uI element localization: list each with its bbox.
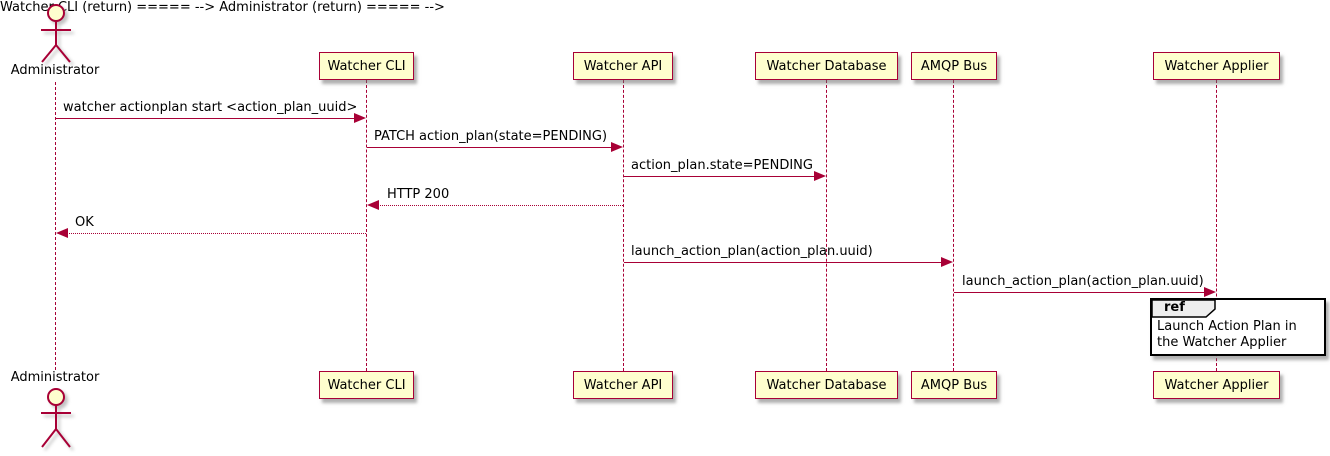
participant-watcher-applier-top: Watcher Applier bbox=[1153, 52, 1280, 80]
arrowhead-icon bbox=[611, 142, 623, 152]
actor-label-top: Administrator bbox=[10, 63, 100, 78]
message-label: watcher actionplan start <action_plan_uu… bbox=[63, 100, 358, 115]
ref-keyword: ref bbox=[1164, 300, 1185, 315]
message-label: launch_action_plan(action_plan.uuid) bbox=[962, 274, 1204, 289]
actor-label-bottom: Administrator bbox=[10, 370, 100, 385]
message-line bbox=[377, 205, 623, 206]
lifeline-watcher-api bbox=[623, 80, 624, 371]
message-line bbox=[624, 176, 816, 177]
message-label: PATCH action_plan(state=PENDING) bbox=[374, 129, 608, 144]
participant-watcher-cli-top: Watcher CLI bbox=[319, 52, 414, 80]
arrowhead-icon bbox=[1204, 287, 1216, 297]
ref-header-shape bbox=[1152, 300, 1216, 318]
lifeline-watcher-database bbox=[826, 80, 827, 371]
message-label: action_plan.state=PENDING bbox=[631, 158, 813, 173]
participant-amqp-bus-top: AMQP Bus bbox=[911, 52, 997, 80]
ref-fragment: ref Launch Action Plan in the Watcher Ap… bbox=[1150, 298, 1326, 356]
message-label: OK bbox=[75, 215, 94, 230]
participant-watcher-api-top: Watcher API bbox=[573, 52, 673, 80]
message-line bbox=[367, 147, 613, 148]
participant-watcher-database-top: Watcher Database bbox=[755, 52, 898, 80]
arrowhead-icon bbox=[941, 257, 953, 267]
message-line bbox=[954, 292, 1210, 293]
participant-watcher-api-bottom: Watcher API bbox=[573, 371, 673, 399]
arrowhead-icon bbox=[354, 113, 366, 123]
arrowhead-icon bbox=[56, 228, 68, 238]
message-line bbox=[66, 233, 366, 234]
arrowhead-icon bbox=[367, 200, 379, 210]
arrowhead-icon bbox=[814, 171, 826, 181]
participant-watcher-cli-bottom: Watcher CLI bbox=[319, 371, 414, 399]
participant-watcher-applier-bottom: Watcher Applier bbox=[1153, 371, 1280, 399]
message-line bbox=[624, 262, 947, 263]
lifeline-watcher-applier bbox=[1216, 80, 1217, 371]
ref-text: Launch Action Plan in the Watcher Applie… bbox=[1157, 319, 1297, 350]
lifeline-administrator bbox=[55, 82, 56, 370]
actor-icon bbox=[41, 4, 71, 63]
message-line bbox=[56, 118, 356, 119]
participant-watcher-database-bottom: Watcher Database bbox=[755, 371, 898, 399]
participant-amqp-bus-bottom: AMQP Bus bbox=[911, 371, 997, 399]
lifeline-amqp-bus bbox=[953, 80, 954, 371]
message-label: launch_action_plan(action_plan.uuid) bbox=[631, 244, 873, 259]
lifeline-watcher-cli bbox=[366, 80, 367, 371]
message-label: HTTP 200 bbox=[387, 187, 450, 202]
actor-icon bbox=[41, 388, 71, 448]
